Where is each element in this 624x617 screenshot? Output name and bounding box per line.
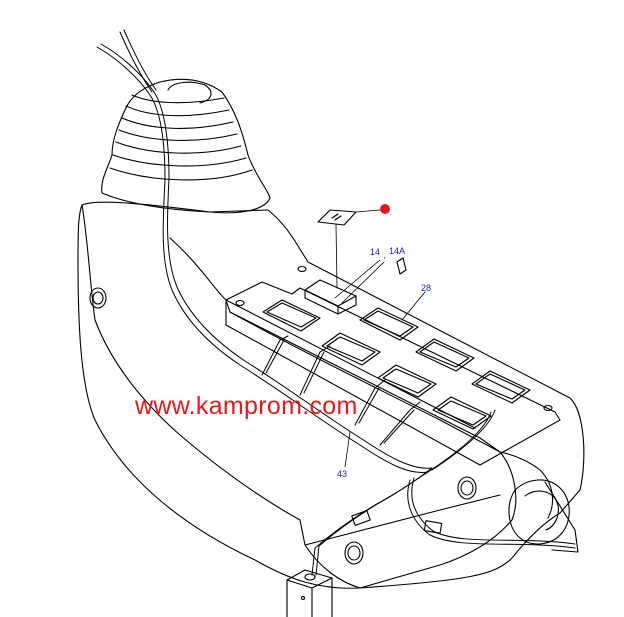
callout-28: 28: [421, 283, 432, 293]
tube-inner: [524, 490, 559, 531]
mount-hole-left: [89, 287, 107, 309]
leader-14-to-switch: [341, 261, 385, 304]
mount-hole-bottom: [344, 541, 364, 565]
clip-part: [396, 257, 407, 275]
wiring-harness: [96, 29, 576, 576]
switch-3: [321, 332, 381, 366]
boot-ridge-3: [115, 141, 242, 154]
switch-4: [359, 307, 419, 341]
red-marker: [380, 204, 390, 214]
boot-cap: [167, 81, 212, 104]
tube-extension: [544, 481, 579, 553]
switch-6: [415, 338, 475, 372]
mount-hole-center-inner: [460, 480, 474, 496]
lever-boot: [101, 78, 271, 214]
callout-14: 14: [370, 247, 381, 257]
deck-screw-2: [297, 265, 307, 273]
boot-top: [131, 94, 225, 104]
console-step: [299, 494, 501, 589]
switch-1: [262, 299, 321, 332]
watermark-text: www.kamprom.com: [135, 392, 358, 420]
boot-ridge-2: [112, 154, 247, 167]
console-deck-edge: [229, 311, 501, 453]
switch-7: [432, 396, 492, 430]
connector-1: [351, 510, 371, 526]
console-end-detail: [499, 451, 554, 519]
connector-2: [423, 520, 443, 534]
tube-outline: [508, 479, 570, 545]
console-right-face: [359, 437, 517, 589]
callout-separator: ,: [383, 250, 386, 260]
mount-hole-center: [457, 476, 477, 500]
switch-bracket: [317, 209, 357, 226]
leader-28: [401, 291, 426, 321]
mount-hole-bottom-inner: [347, 545, 361, 561]
boot-ridge-4: [118, 129, 238, 141]
relay-fitting: [304, 573, 316, 581]
callout-14a: 14A: [389, 246, 406, 256]
boot-ridge-1: [109, 167, 253, 181]
switch-bracket-detail: [331, 213, 342, 221]
relay-box: [286, 569, 333, 617]
mount-hole-left-inner: [92, 291, 104, 305]
switch-5: [377, 364, 437, 398]
boot-ridge-5: [121, 117, 234, 129]
deck-screw-3: [543, 404, 553, 412]
boot-ridge-6: [125, 105, 230, 117]
console-left-face: [81, 204, 301, 521]
relay-screw: [300, 595, 306, 601]
callout-43: 43: [337, 469, 348, 479]
switch-deck-plate: [225, 281, 561, 466]
leader-14: [334, 259, 381, 299]
leader-bracket-down: [335, 223, 338, 289]
console-body: [77, 201, 585, 589]
switch-2: [304, 279, 357, 315]
leader-bracket: [355, 209, 381, 213]
switch-8: [471, 370, 531, 404]
deck-screw-1: [235, 299, 245, 307]
